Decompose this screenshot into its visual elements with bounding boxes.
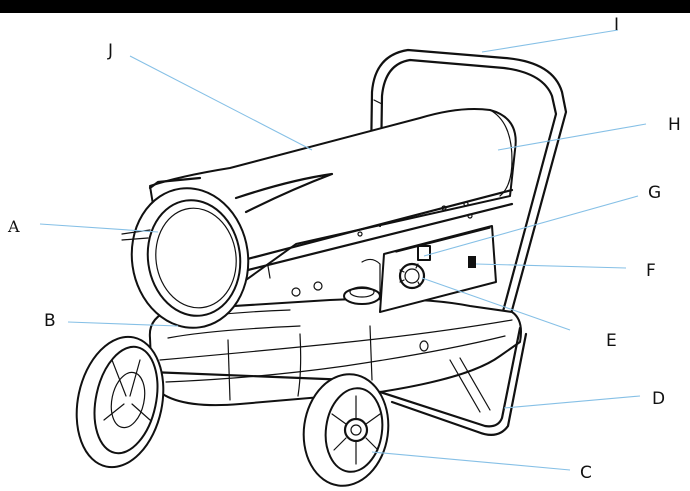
label-B: B <box>44 311 56 331</box>
leader-B <box>67 321 179 327</box>
leader-E <box>421 277 571 331</box>
label-I: I <box>614 15 619 35</box>
wheel-right <box>302 373 390 487</box>
leader-J <box>129 55 313 151</box>
front-nozzle <box>121 176 250 329</box>
label-F: F <box>646 261 656 281</box>
label-G: G <box>648 183 661 203</box>
leader-C <box>371 451 571 471</box>
leader-G <box>423 195 639 257</box>
control-panel <box>291 225 497 313</box>
part-labels: A B C D E F G H I J <box>7 15 681 483</box>
leader-D <box>503 395 641 409</box>
fuel-tank <box>148 297 522 407</box>
label-E: E <box>606 331 617 351</box>
handle-frame <box>368 48 568 332</box>
leader-A <box>39 223 159 233</box>
label-J: J <box>107 41 113 61</box>
base-frame <box>148 326 528 437</box>
label-A: A <box>7 217 20 236</box>
leader-F <box>475 263 627 269</box>
top-bar <box>0 0 690 13</box>
label-C: C <box>580 463 592 483</box>
leader-I <box>481 29 619 53</box>
leader-H <box>497 123 647 151</box>
label-H: H <box>668 115 681 135</box>
wheel-left <box>75 335 165 469</box>
leader-lines <box>39 29 647 471</box>
label-D: D <box>652 389 665 409</box>
